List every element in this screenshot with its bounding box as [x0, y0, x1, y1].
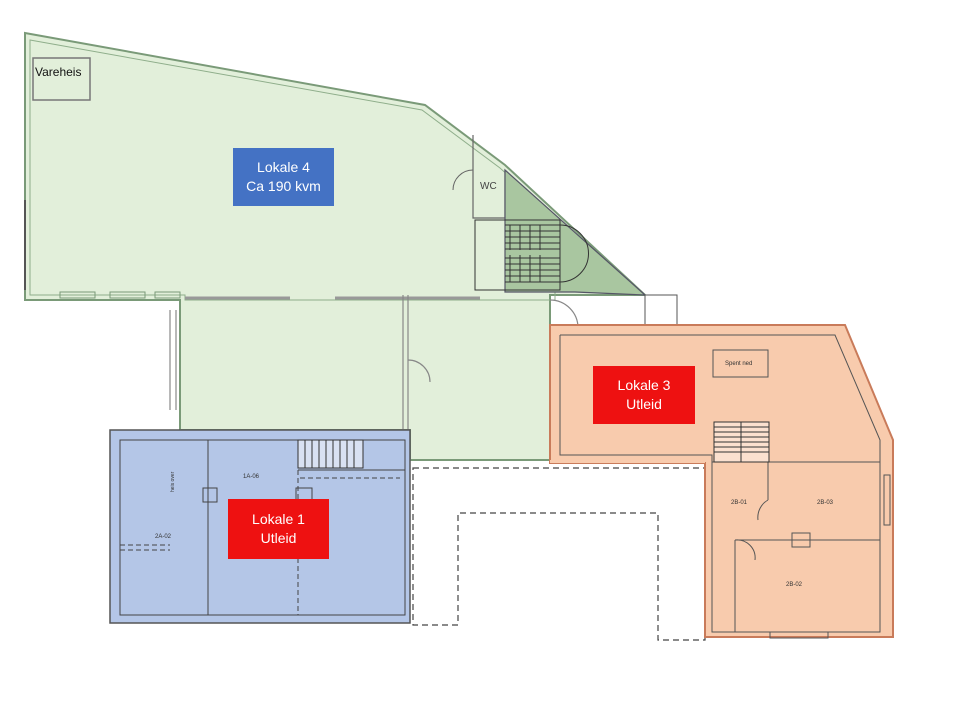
lokale-3-name: Lokale 3 — [617, 377, 671, 393]
lokale-4-size: Ca 190 kvm — [246, 178, 321, 194]
staircase — [474, 219, 589, 291]
lokale-3-label: Lokale 3 Utleid — [593, 366, 695, 424]
room-2b02-label: 2B-02 — [786, 582, 803, 588]
vareheis-room — [32, 57, 91, 101]
heis-over-label: heis over — [170, 471, 176, 492]
room-2b01-label: 2B-01 — [731, 500, 748, 506]
wc-label: WC — [480, 181, 497, 192]
lokale-3-status: Utleid — [626, 396, 662, 412]
room-2a02-label: 2A-02 — [155, 534, 172, 540]
courtyard-outline — [412, 467, 706, 641]
lokale-4-area — [24, 31, 678, 461]
lokale-3-stairs — [713, 421, 770, 463]
room-1a06-label: 1A-06 — [243, 474, 260, 480]
room-2b03-label: 2B-03 — [817, 500, 834, 506]
lokale-1-name: Lokale 1 — [252, 511, 305, 527]
lokale-1-stairs — [297, 439, 364, 469]
spent-ned-label: Spent ned — [725, 361, 753, 367]
vareheis-label: Vareheis — [35, 65, 82, 79]
lokale-1-status: Utleid — [260, 530, 297, 546]
lokale-1-label: Lokale 1 Utleid — [228, 499, 329, 559]
lokale-4-name: Lokale 4 — [257, 159, 310, 175]
lokale-4-label: Lokale 4 Ca 190 kvm — [233, 148, 334, 206]
